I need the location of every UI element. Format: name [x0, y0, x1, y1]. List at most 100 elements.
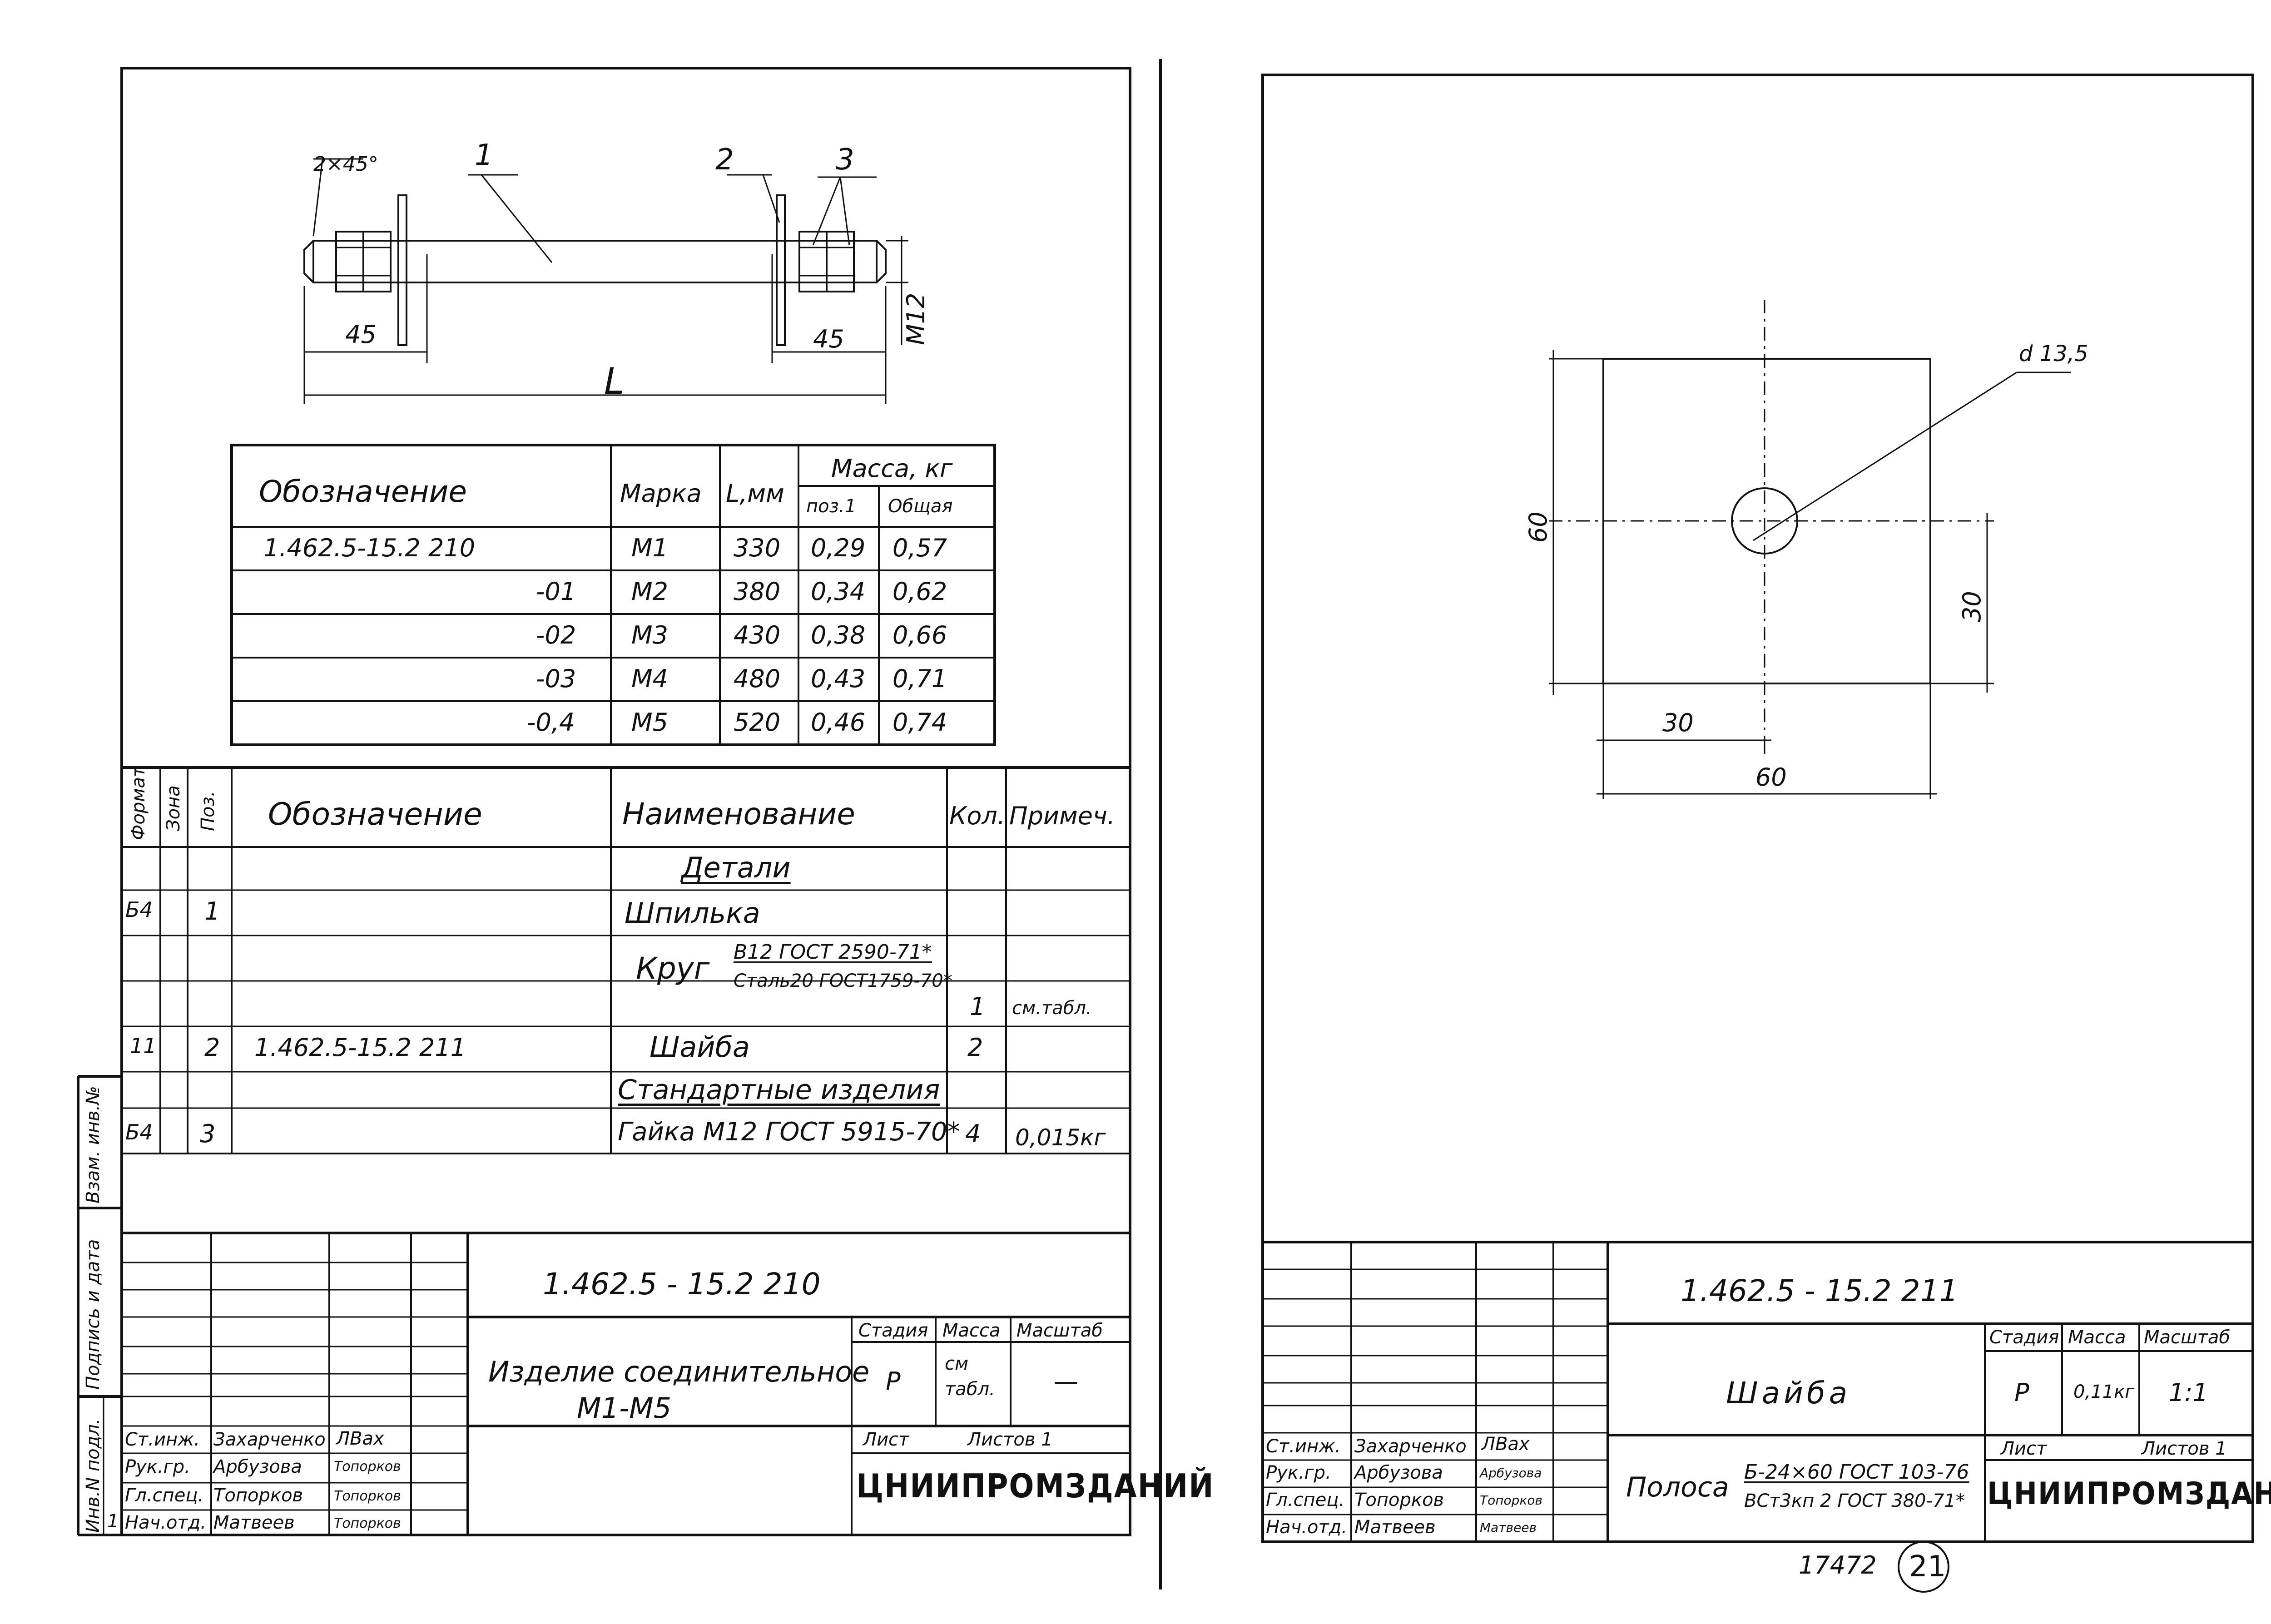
spec-section-details: Детали — [681, 851, 791, 884]
vt-h-mass: Масса, кг — [831, 454, 953, 483]
left-doc-code: 1.462.5 - 15.2 210 — [543, 1267, 821, 1302]
spec-h-qty: Кол. — [949, 802, 1006, 830]
side-vzam-inv: Взам. инв.№ — [83, 1086, 104, 1203]
spec-r1b-name: Круг — [636, 951, 710, 986]
dim-30-vertical: 30 — [1958, 591, 1986, 622]
right-scale: 1:1 — [2169, 1378, 2208, 1407]
spec-r1-name: Шпилька — [625, 896, 760, 930]
left-sheets-label: Листов 1 — [967, 1429, 1053, 1450]
vt-pos1: 0,46 — [811, 708, 866, 737]
vt-total: 0,74 — [893, 708, 947, 737]
dim-45-right: 45 — [813, 325, 844, 353]
person-signature: Топорков — [334, 1515, 401, 1531]
person-signature: Топорков — [334, 1459, 401, 1475]
spec-r2-name: Шайба — [650, 1030, 750, 1064]
person-name: Матвеев — [1354, 1517, 1436, 1538]
vt-pos1: 0,34 — [811, 577, 866, 606]
spec-r1b-note: см.табл. — [1012, 998, 1092, 1019]
vt-designation: -02 — [536, 621, 576, 649]
vt-mark: М2 — [631, 577, 668, 606]
right-sheet-frame — [1261, 74, 2254, 1543]
person-name: Арбузова — [213, 1456, 302, 1477]
vt-designation: -01 — [536, 577, 576, 606]
left-doc-name-line1: Изделие соединительное — [488, 1355, 870, 1388]
pos-1-label: 1 — [475, 139, 493, 172]
dim-60-horizontal: 60 — [1755, 763, 1787, 792]
spec-r3-note: 0,015кг — [1015, 1124, 1106, 1151]
spec-r3-name: Гайка М12 ГОСТ 5915-70* — [618, 1117, 960, 1147]
right-mass-label: Масса — [2068, 1327, 2126, 1348]
vt-h-designation: Обозначение — [259, 474, 467, 509]
spec-h-format: Формат — [128, 766, 149, 840]
dim-45-left: 45 — [345, 320, 377, 349]
left-org: ЦНИИПРОМЗДАНИЙ — [856, 1467, 1215, 1505]
side-inv-value: 1 — [107, 1511, 119, 1532]
person-name: Захарченко — [1354, 1436, 1467, 1457]
vt-pos1: 0,43 — [811, 664, 866, 693]
left-stage: Р — [886, 1367, 901, 1396]
person-name: Захарченко — [213, 1429, 326, 1450]
material-label: Полоса — [1626, 1471, 1729, 1503]
vt-total: 0,57 — [893, 534, 947, 562]
spec-r2-designation: 1.462.5-15.2 211 — [254, 1033, 466, 1062]
vt-pos1: 0,38 — [811, 621, 866, 649]
vt-h-total: Общая — [888, 496, 953, 517]
vt-mark: М4 — [631, 664, 668, 693]
spec-r3-qty: 4 — [965, 1119, 981, 1148]
page-number: 21 — [1909, 1550, 1946, 1584]
person-role: Нач.отд. — [125, 1512, 207, 1533]
hole-diameter-label: d 13,5 — [2019, 341, 2088, 366]
dim-L: L — [604, 360, 625, 402]
spec-h-zone: Зона — [163, 785, 184, 831]
vt-designation: 1.462.5-15.2 210 — [263, 534, 476, 562]
vt-mark: М1 — [631, 534, 668, 562]
spec-table-grid — [122, 766, 1130, 1154]
side-inv-podl: Инв.N подл. — [83, 1418, 104, 1533]
person-signature: ЛВах — [336, 1428, 384, 1449]
left-sheet-frame — [120, 67, 1131, 1536]
page-number-circle — [1898, 1541, 1949, 1593]
left-title-block-grid — [122, 1232, 1130, 1535]
left-scale: — — [1054, 1367, 1078, 1396]
dim-30-horizontal: 30 — [1662, 708, 1694, 737]
stud-drawing — [303, 158, 908, 404]
person-role: Ст.инж. — [1266, 1436, 1341, 1457]
person-signature: Топорков — [334, 1488, 401, 1504]
vt-designation: -03 — [536, 664, 576, 693]
person-signature: Топорков — [1480, 1493, 1542, 1508]
person-role: Гл.спец. — [125, 1485, 204, 1506]
vt-pos1: 0,29 — [811, 534, 866, 562]
vt-designation: -0,4 — [527, 708, 575, 737]
person-signature: ЛВах — [1482, 1434, 1530, 1455]
person-role: Ст.инж. — [125, 1429, 200, 1450]
person-role: Гл.спец. — [1266, 1490, 1345, 1510]
left-sheet-label: Лист — [863, 1429, 909, 1450]
pos-3-label: 3 — [836, 143, 854, 177]
washer-drawing — [1549, 300, 2071, 799]
right-mass: 0,11кг — [2073, 1381, 2135, 1402]
spec-r1b-qty: 1 — [970, 992, 986, 1021]
spec-section-standard: Стандартные изделия — [618, 1074, 940, 1106]
right-sheets-label: Листов 1 — [2142, 1438, 2227, 1459]
vt-length: 380 — [734, 577, 781, 606]
right-title-block-grid — [1263, 1241, 2253, 1542]
right-doc-name: Шайба — [1726, 1376, 1851, 1411]
right-stage: Р — [2014, 1378, 2029, 1407]
vt-length: 330 — [734, 534, 781, 562]
vt-length: 430 — [734, 621, 781, 649]
vt-length: 520 — [734, 708, 781, 737]
spec-r2-format: 11 — [130, 1034, 157, 1058]
vt-h-length: L,мм — [726, 479, 784, 508]
person-name: Топорков — [1354, 1490, 1444, 1510]
material-bottom: ВСт3кп 2 ГОСТ 380-71* — [1744, 1490, 1965, 1511]
spec-h-note: Примеч. — [1009, 802, 1116, 830]
person-signature: Матвеев — [1480, 1520, 1537, 1535]
vt-h-pos1: поз.1 — [806, 496, 857, 517]
material-top: Б-24×60 ГОСТ 103-76 — [1744, 1461, 1969, 1484]
dim-60-vertical: 60 — [1524, 511, 1552, 543]
right-scale-label: Масштаб — [2144, 1327, 2231, 1348]
left-mass: см табл. — [945, 1353, 995, 1400]
left-mass-label: Масса — [942, 1320, 1001, 1341]
right-org: ЦНИИПРОМЗДАНИЙ — [1987, 1476, 2271, 1512]
